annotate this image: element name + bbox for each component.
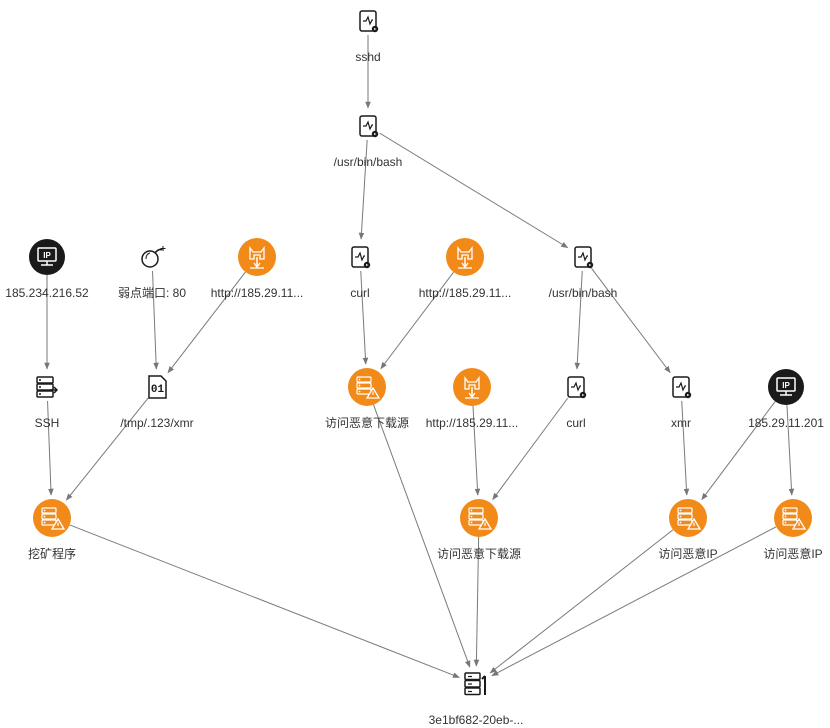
- node-label-bash2: /usr/bin/bash: [548, 286, 618, 300]
- svg-text:01: 01: [151, 384, 165, 396]
- node-label-vuln: 弱点端口: 80: [117, 286, 187, 300]
- host-icon[interactable]: [464, 672, 486, 696]
- svg-text:IP: IP: [782, 381, 790, 390]
- edge-url2-alert1: [380, 271, 454, 370]
- malicious-url-icon[interactable]: [238, 238, 276, 276]
- node-label-curl1: curl: [350, 286, 370, 300]
- node-label-url3: http://185.29.11...: [425, 416, 519, 430]
- node-label-alert1: 访问恶意下载源: [324, 416, 410, 430]
- edge-bash1-curl1: [358, 139, 368, 240]
- edge-bash1-bash2: [379, 132, 569, 249]
- edge-curl2-alert3: [492, 397, 569, 501]
- process-icon[interactable]: [672, 376, 692, 399]
- edge-alert5-host: [491, 526, 777, 677]
- edge-alert2-host: [69, 524, 460, 678]
- server-alert-icon[interactable]: [774, 499, 812, 537]
- node-label-url2: http://185.29.11...: [418, 286, 512, 300]
- node-label-curl2: curl: [566, 416, 586, 430]
- node-label-alert5: 访问恶意IP: [763, 547, 823, 561]
- edge-ssh-alert2: [47, 400, 54, 496]
- server-alert-icon[interactable]: [348, 368, 386, 406]
- edge-curl1-alert1: [360, 270, 369, 365]
- server-alert-icon[interactable]: [669, 499, 707, 537]
- binary-file-icon[interactable]: 01: [148, 375, 167, 399]
- nodes-layer: IP 01 IP: [29, 10, 812, 696]
- edges-layer: [44, 35, 795, 678]
- node-label-sshd: sshd: [355, 50, 381, 64]
- node-label-xmr: xmr: [671, 416, 691, 430]
- edge-alert1-host: [373, 404, 471, 668]
- edge-ip2-alert4: [701, 401, 776, 501]
- edge-xmr-alert4: [681, 400, 690, 496]
- edge-bash2-xmr: [591, 267, 671, 374]
- svg-text:IP: IP: [43, 251, 51, 260]
- process-icon[interactable]: [359, 115, 379, 138]
- edge-file-alert2: [65, 397, 149, 501]
- edge-vuln-file: [152, 270, 159, 370]
- process-icon[interactable]: [567, 376, 587, 399]
- node-label-ip1: 185.234.216.52: [5, 286, 89, 300]
- process-icon[interactable]: [359, 10, 379, 33]
- node-label-ip2: 185.29.11.201: [748, 416, 824, 430]
- bomb-icon[interactable]: [141, 246, 166, 268]
- edge-url1-file: [167, 271, 246, 374]
- node-label-host: 3e1bf682-20eb-...: [428, 713, 524, 727]
- edge-alert4-host: [489, 529, 674, 674]
- node-label-url1: http://185.29.11...: [210, 286, 304, 300]
- edge-ip2-alert5: [786, 404, 795, 496]
- node-label-alert3: 访问恶意下载源: [436, 547, 522, 561]
- server-alert-icon[interactable]: [460, 499, 498, 537]
- edge-alert3-host: [473, 536, 480, 667]
- node-label-file: /tmp/.123/xmr: [120, 416, 194, 430]
- node-label-bash1: /usr/bin/bash: [333, 155, 403, 169]
- server-alert-icon[interactable]: [33, 499, 71, 537]
- process-icon[interactable]: [574, 246, 594, 269]
- edge-url3-alert3: [472, 405, 481, 496]
- node-label-alert2: 挖矿程序: [27, 547, 77, 561]
- node-label-alert4: 访问恶意IP: [658, 547, 718, 561]
- malicious-url-icon[interactable]: [453, 368, 491, 406]
- node-label-ssh: SSH: [34, 416, 60, 430]
- process-icon[interactable]: [351, 246, 371, 269]
- malicious-url-icon[interactable]: [446, 238, 484, 276]
- edge-bash2-curl2: [574, 270, 583, 370]
- ip-icon[interactable]: IP: [768, 369, 804, 405]
- service-icon[interactable]: [36, 376, 59, 398]
- ip-icon[interactable]: IP: [29, 239, 65, 275]
